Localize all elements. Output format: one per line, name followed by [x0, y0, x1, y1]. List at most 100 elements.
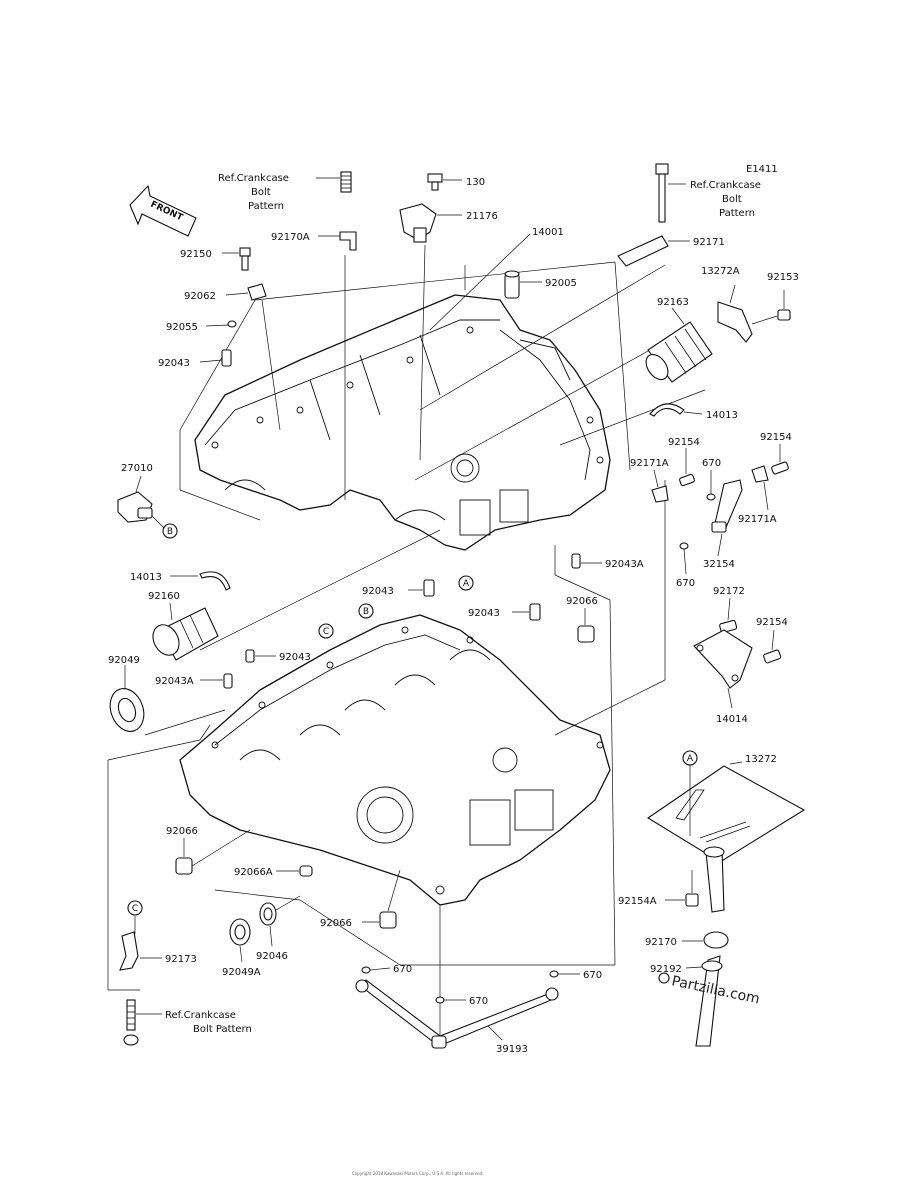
ref-crankcase-top-line2: Bolt	[251, 187, 271, 198]
label-92062: 92062	[184, 291, 216, 302]
svg-text:B: B	[363, 607, 369, 617]
label-27010: 27010	[121, 463, 153, 474]
leader-14001	[429, 233, 531, 331]
label-92049: 92049	[108, 655, 140, 666]
label-92163: 92163	[657, 297, 689, 308]
label-670-center: 670	[469, 996, 488, 1007]
ref-crankcase-bottom-line2: Bolt Pattern	[193, 1024, 252, 1035]
washer-92171a-right	[751, 465, 769, 511]
marker-a-mid: A	[458, 575, 474, 591]
label-13272a: 13272A	[701, 266, 740, 277]
label-13272: 13272	[745, 754, 777, 765]
label-92066-right: 92066	[566, 596, 598, 607]
washer-92171a-left	[651, 469, 669, 503]
label-92066-bottom: 92066	[320, 918, 352, 929]
dowel-92043a-mid	[571, 553, 602, 569]
oring-670-upper	[706, 470, 716, 501]
ref-crankcase-top-line3: Pattern	[248, 201, 284, 212]
label-14013-right: 14013	[706, 410, 738, 421]
marker-b-left: B	[162, 523, 178, 539]
upper-crankcase	[194, 294, 611, 551]
bearing-shell-14013-right	[649, 403, 703, 417]
label-670-upper: 670	[702, 458, 721, 469]
label-92160: 92160	[148, 591, 180, 602]
label-92154-b: 92154	[760, 432, 792, 443]
sensor-21176	[399, 203, 462, 243]
bearing-shell-14013-left	[170, 571, 231, 591]
ref-crankcase-right-line1: Ref.Crankcase	[690, 180, 761, 191]
bearing-92163	[645, 307, 713, 383]
plug-92066-left	[175, 829, 251, 875]
bolt-92172	[719, 597, 738, 634]
dowel-92043a-left	[200, 673, 233, 689]
dowel-92043-mid-b	[512, 603, 541, 621]
plug-92066-right	[577, 608, 595, 643]
plug-92066a	[276, 865, 313, 877]
ref-crankcase-top-line1: Ref.Crankcase	[218, 173, 289, 184]
pipe-32154	[711, 479, 743, 557]
ref-crankcase-bottom-line1: Ref.Crankcase	[165, 1010, 236, 1021]
marker-b-mid: B	[358, 603, 374, 619]
oring-670-left	[361, 966, 391, 974]
svg-text:B: B	[167, 527, 173, 537]
label-92153: 92153	[767, 272, 799, 283]
bracket-13272a	[717, 284, 753, 343]
marker-a-right: A	[682, 750, 698, 836]
label-92150: 92150	[180, 249, 212, 260]
bearing-92046	[259, 895, 301, 947]
label-92049a: 92049A	[222, 967, 261, 978]
oring-92192	[685, 960, 723, 972]
bolt-130	[427, 173, 462, 191]
label-92043-mid-a: 92043	[362, 586, 394, 597]
bolt-92154-b	[771, 444, 789, 475]
label-92170a: 92170A	[271, 232, 310, 243]
ref-crankcase-right-line3: Pattern	[719, 208, 755, 219]
svg-text:A: A	[687, 754, 694, 764]
fitting-92062	[225, 283, 281, 431]
guide-lines	[107, 244, 706, 1040]
label-92055: 92055	[166, 322, 198, 333]
bracket-92173	[119, 931, 162, 971]
crankcase-bolt-bottom	[123, 999, 162, 1046]
label-92171a-right: 92171A	[738, 514, 777, 525]
label-21176: 21176	[466, 211, 498, 222]
plate-92171	[617, 235, 690, 267]
bolt-92150	[222, 247, 251, 271]
label-92154-c: 92154	[756, 617, 788, 628]
label-14001: 14001	[532, 227, 564, 238]
svg-text:C: C	[132, 904, 138, 914]
svg-text:A: A	[463, 579, 470, 589]
crankcase-bolt-right	[655, 163, 686, 223]
label-92046: 92046	[256, 951, 288, 962]
label-14014: 14014	[716, 714, 748, 725]
switch-27010	[117, 475, 165, 529]
marker-c-mid: C	[318, 623, 334, 639]
label-670-lower: 670	[676, 578, 695, 589]
label-92154-a: 92154	[668, 437, 700, 448]
label-92043-mid-b: 92043	[468, 608, 500, 619]
lower-crankcase	[179, 614, 611, 906]
bolt-92154-c	[763, 629, 782, 664]
label-130: 130	[466, 177, 485, 188]
label-92043-upper: 92043	[158, 358, 190, 369]
label-92043a-left: 92043A	[155, 676, 194, 687]
clamp-92170	[682, 931, 729, 949]
bolt-92154-a	[679, 448, 695, 487]
bolt-92154a	[665, 870, 699, 907]
cap-92005	[504, 270, 542, 299]
clamp-92170a	[318, 231, 357, 251]
crankcase-bolt-top	[316, 171, 352, 193]
pipe-39193	[355, 979, 559, 1049]
oring-92055	[205, 320, 237, 328]
label-92173: 92173	[165, 954, 197, 965]
label-92154a: 92154A	[618, 896, 657, 907]
marker-c-left: C	[127, 900, 143, 934]
dowel-92043-left-mid	[245, 649, 276, 663]
label-670-left: 670	[393, 964, 412, 975]
oring-670-center	[435, 996, 466, 1004]
diagram-code: E1411	[746, 164, 778, 175]
label-92171a-left: 92171A	[630, 458, 669, 469]
label-39193: 39193	[496, 1044, 528, 1055]
bolt-92153	[751, 290, 791, 325]
